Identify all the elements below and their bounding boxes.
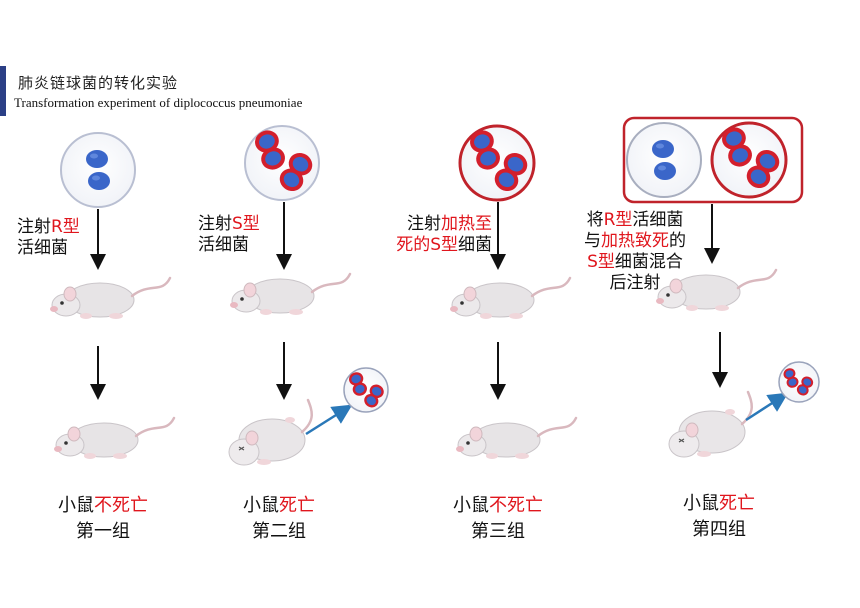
group-4-result: 小鼠死亡 第四组: [654, 491, 784, 543]
mouse-injected-1: [48, 276, 172, 321]
group-name: 第四组: [692, 519, 746, 540]
page-title: 肺炎链球菌的转化实验: [18, 74, 179, 92]
label-text: 细菌混合: [614, 252, 683, 272]
group-2-result: 小鼠死亡 第二组: [214, 493, 344, 545]
label-text-highlight: S型: [430, 235, 458, 255]
plate-isolated-bacteria-4: [778, 361, 820, 403]
result-text-highlight: 死亡: [719, 493, 755, 514]
arrow-isolate-4: [745, 392, 789, 422]
group-name: 第一组: [76, 521, 130, 542]
group-name: 第三组: [471, 521, 525, 542]
page-subtitle: Transformation experiment of diplococcus…: [14, 95, 303, 110]
mouse-dead-2: [227, 398, 314, 467]
group-4-injection-label: 将R型活细菌 与加热致死的 S型细菌混合 后注射: [570, 210, 700, 294]
label-text-highlight: 死的: [396, 235, 431, 255]
label-text: 活细菌: [17, 238, 68, 258]
mouse-dead-4: [667, 390, 754, 459]
mouse-injected-3: [448, 276, 572, 321]
result-text-highlight: 死亡: [279, 495, 315, 516]
group-1-injection-label: 注射R型 活细菌: [17, 217, 80, 259]
label-text-highlight: S型: [232, 214, 260, 234]
result-text: 小鼠: [243, 495, 279, 516]
result-text: 小鼠: [453, 495, 489, 516]
label-text: 的: [669, 231, 686, 251]
group-name: 第二组: [252, 521, 306, 542]
result-text: 小鼠: [58, 495, 94, 516]
mouse-alive-1: [52, 416, 176, 461]
label-text: 活细菌: [198, 235, 249, 255]
label-text: 注射: [198, 214, 232, 234]
label-text: 注射: [407, 214, 441, 234]
plate-r-bacteria: [60, 132, 136, 208]
group-3-result: 小鼠不死亡 第三组: [433, 493, 563, 545]
result-text-highlight: 不死亡: [94, 495, 148, 516]
plate-mixed-bacteria: [622, 116, 804, 204]
label-text: 细菌: [458, 235, 492, 255]
group-1-result: 小鼠不死亡 第一组: [38, 493, 168, 545]
plate-s-bacteria: [244, 125, 320, 201]
label-text: 后注射: [609, 273, 661, 293]
group-3-injection-label: 注射加热至 死的S型细菌: [368, 214, 492, 256]
group-2-injection-label: 注射S型 活细菌: [198, 214, 260, 256]
arrow-isolate-2: [305, 404, 353, 436]
label-text-highlight: 加热致死: [601, 231, 669, 251]
plate-heat-killed-s-bacteria: [458, 124, 536, 202]
label-text-highlight: S型: [587, 252, 615, 272]
label-text-highlight: 加热至: [441, 214, 492, 234]
mouse-injected-2: [228, 272, 352, 317]
label-text: 将: [586, 210, 604, 230]
mouse-alive-3: [454, 416, 578, 461]
result-text-highlight: 不死亡: [489, 495, 543, 516]
label-text: 活细菌: [632, 210, 684, 230]
plate-isolated-s-bacteria-2: [343, 367, 389, 413]
label-text-highlight: R型: [603, 210, 633, 230]
result-text: 小鼠: [683, 493, 719, 514]
label-text: 与: [584, 231, 601, 251]
title-accent-bar: [0, 66, 6, 116]
label-text: 注射: [17, 217, 51, 237]
label-text-highlight: R型: [51, 217, 80, 237]
